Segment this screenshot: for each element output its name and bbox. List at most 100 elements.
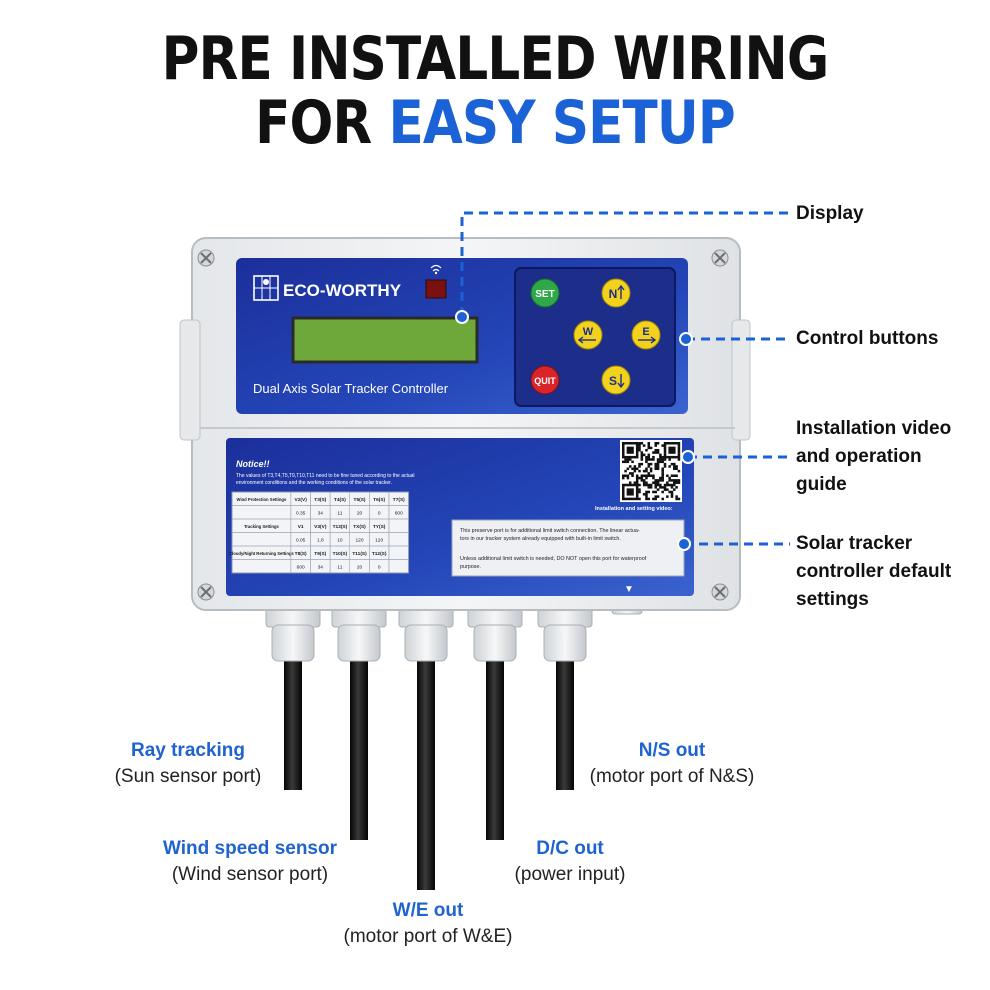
table-cell-text: V2(V) [295,497,308,503]
qr-module [666,495,669,498]
qr-module [656,460,660,464]
qr-module [647,474,651,477]
qr-module [677,448,681,452]
notice-title: Notice!! [236,459,270,469]
table-cell-text: Wind Protection Settings [237,497,287,502]
table-cell-text: 120 [356,537,364,543]
port-wind-sub: (Wind sensor port) [171,864,329,885]
qr-module [652,474,655,477]
qr-module [622,497,625,501]
qr-module [659,483,662,487]
screw-bottom-right [711,583,729,601]
qr-module [635,495,639,498]
qr-module [631,488,634,491]
qr-module [661,472,664,475]
table-cell-text: T5(S) [354,497,366,503]
callout-dots [455,310,695,551]
qr-module [631,460,634,464]
qr-module [675,497,678,501]
qr-module [640,451,644,454]
qr-module [631,446,634,450]
gland-dc [467,604,523,662]
qr-module [666,442,669,445]
qr-module [656,448,660,452]
qr-module [675,486,678,489]
table-cell-text: T7(S) [393,497,405,503]
qr-module [675,465,678,468]
gland-we [398,604,454,662]
qr-module [668,455,671,459]
qr-module [638,442,641,445]
table-cell-text: 20 [357,510,363,516]
qr-module [626,497,630,501]
front-panel-top: ECO-WORTHY Dual Axis Solar Tracker Contr… [236,258,688,414]
qr-module [633,442,637,445]
qr-module [635,479,639,482]
callout-display: Display [796,203,864,224]
gland-wind [331,604,387,662]
qr-module [645,474,648,477]
qr-module [645,497,648,501]
qr-module [638,446,641,450]
port-wind-title: Wind speed sensor [162,838,338,859]
qr-module [642,469,646,473]
qr-module [668,490,671,494]
qr-module [635,455,639,459]
qr-module [666,488,669,491]
qr-module [635,486,639,489]
qr-module [647,446,651,450]
qr-module [628,448,632,452]
qr-module [640,462,644,466]
qr-module [628,493,632,496]
qr-module [633,469,637,473]
qr-module [675,467,678,471]
port-we-title: W/E out [392,900,464,921]
table-cell-text: TY(S) [373,524,386,530]
qr-module [668,448,671,452]
qr-module [677,479,681,482]
table-cell-text: 11 [337,564,342,570]
qr-module [656,483,660,487]
qr-module [626,442,630,445]
panel-arrow: ▼ [624,584,634,595]
qr-module [670,446,674,450]
qr-module [675,442,678,445]
qr-module [654,444,657,447]
model-name: Dual Axis Solar Tracker Controller [253,381,449,396]
qr-module [622,476,625,480]
qr-module [631,472,634,475]
qr-module [642,474,646,477]
port-note-2: tors in our tracker system already equip… [460,536,621,542]
qr-module [622,490,625,494]
qr-module [656,442,660,445]
qr-module [635,474,639,477]
screw-top-left [197,249,215,267]
qr-module [652,476,655,480]
qr-module [661,444,664,447]
table-cell-text: T9(S) [314,551,326,557]
qr-module [661,469,664,473]
qr-module [670,455,674,459]
qr-module [647,442,651,445]
qr-module [645,483,648,487]
table-cell-text: 120 [375,537,383,543]
svg-text:E: E [642,326,649,338]
qr-module [628,442,632,445]
port-label-wind-speed: Wind speed sensor (Wind sensor port) [140,836,360,888]
port-dc-title: D/C out [536,838,604,859]
qr-module [622,460,625,464]
qr-module [635,448,639,452]
brand-name: ECO-WORTHY [283,281,402,300]
qr-module [638,488,641,491]
qr-module [631,483,634,487]
qr-module [677,481,681,484]
svg-text:W: W [583,326,594,338]
qr-module [675,495,678,498]
table-cell-text: 11 [337,510,342,516]
table-cell-text: T8(S) [295,551,307,557]
qr-module [661,479,664,482]
qr-module [670,448,674,452]
qr-caption: Installation and setting video: [595,506,673,512]
qr-module [622,488,625,491]
